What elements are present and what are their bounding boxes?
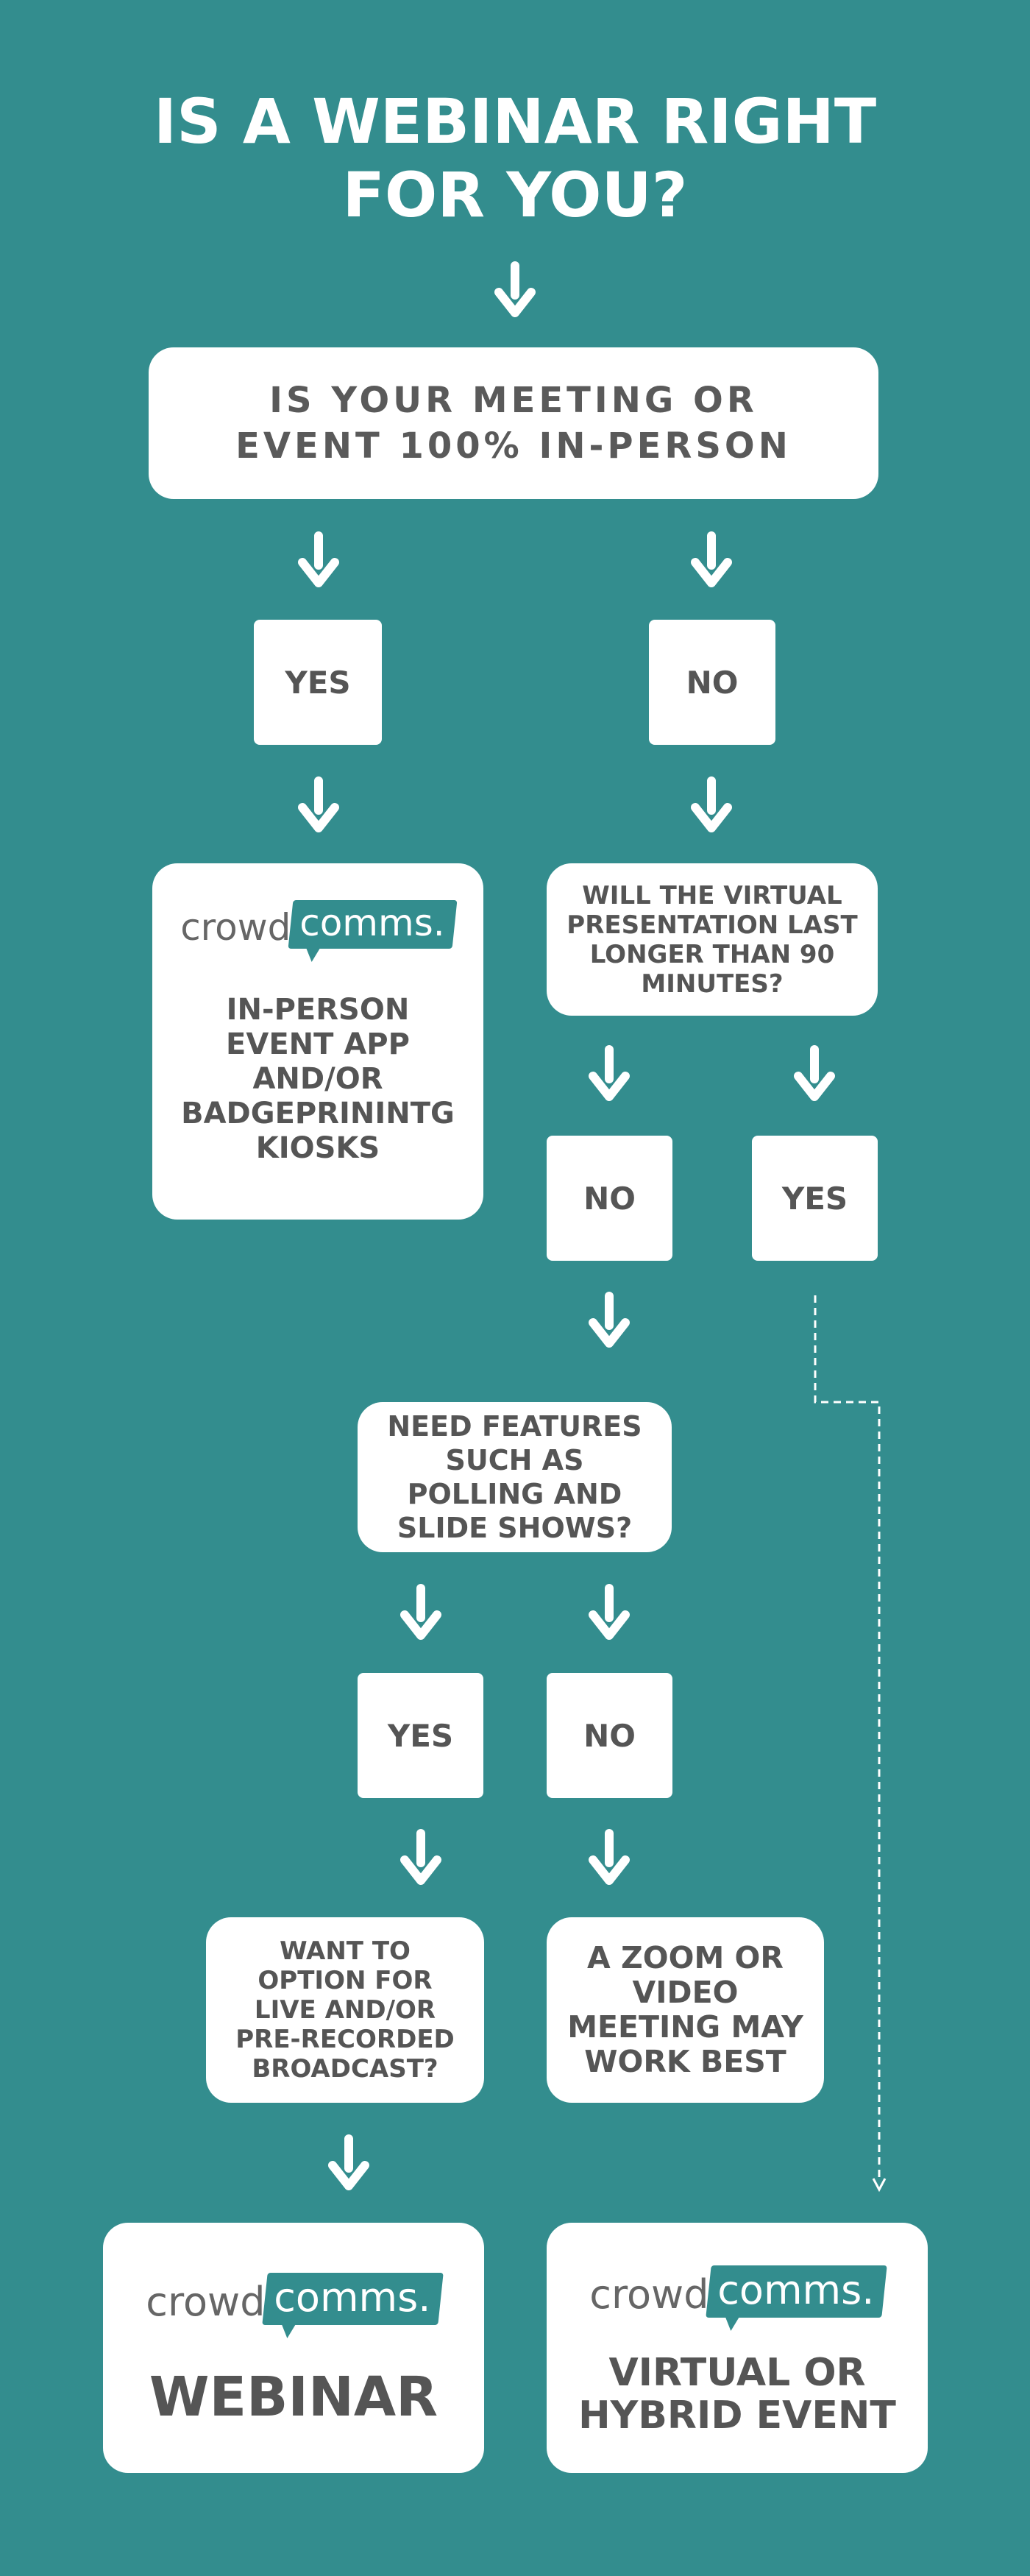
speech-bubble-tail-icon bbox=[280, 2324, 296, 2338]
question-in-person: IS YOUR MEETING OR EVENT 100% IN-PERSON bbox=[149, 347, 878, 499]
arrow-down-icon bbox=[587, 1829, 631, 1888]
result-zoom-text: A ZOOM OR VIDEO MEETING MAY WORK BEST bbox=[567, 1940, 803, 2079]
result-zoom: A ZOOM OR VIDEO MEETING MAY WORK BEST bbox=[547, 1917, 824, 2103]
speech-bubble-tail-icon bbox=[723, 2316, 740, 2331]
question-features: NEED FEATURES SUCH AS POLLING AND SLIDE … bbox=[358, 1402, 672, 1552]
question-broadcast: WANT TO OPTION FOR LIVE AND/OR PRE-RECOR… bbox=[206, 1917, 484, 2103]
arrow-down-icon bbox=[587, 1045, 631, 1104]
logo-word-comms-text: comms. bbox=[717, 2267, 875, 2313]
result-virtual-hybrid: crowd comms. VIRTUAL OR HYBRID EVENT bbox=[547, 2223, 928, 2473]
logo-word-comms-text: comms. bbox=[274, 2274, 431, 2321]
result-in-person: crowd comms. IN-PERSON EVENT APP AND/OR … bbox=[152, 863, 483, 1220]
logo-word-crowd: crowd bbox=[589, 2271, 709, 2318]
arrow-down-icon bbox=[689, 776, 734, 835]
arrow-down-icon bbox=[296, 531, 341, 590]
answer-no-features: NO bbox=[547, 1673, 672, 1798]
question-broadcast-text: WANT TO OPTION FOR LIVE AND/OR PRE-RECOR… bbox=[235, 1936, 455, 2084]
answer-yes-duration: YES bbox=[752, 1136, 878, 1261]
logo-word-crowd: crowd bbox=[146, 2279, 266, 2325]
crowdcomms-logo: crowd comms. bbox=[589, 2265, 888, 2331]
logo-word-comms: comms. bbox=[262, 2273, 444, 2338]
page-title: IS A WEBINAR RIGHT FOR YOU? bbox=[153, 85, 877, 231]
answer-no-in-person: NO bbox=[649, 620, 775, 745]
arrow-down-icon bbox=[399, 1829, 443, 1888]
crowdcomms-logo: crowd comms. bbox=[180, 900, 458, 962]
arrow-down-icon bbox=[399, 1584, 443, 1643]
speech-bubble-tail-icon bbox=[304, 947, 322, 962]
logo-word-comms-text: comms. bbox=[299, 902, 446, 944]
answer-no-duration: NO bbox=[547, 1136, 672, 1261]
result-in-person-text: IN-PERSON EVENT APP AND/OR BADGEPRININTG… bbox=[181, 993, 455, 1165]
dashed-arrowhead-icon bbox=[872, 2178, 887, 2193]
answer-yes-in-person: YES bbox=[254, 620, 382, 745]
logo-word-comms: comms. bbox=[288, 900, 458, 962]
logo-word-crowd: crowd bbox=[180, 906, 291, 949]
arrow-down-icon bbox=[587, 1292, 631, 1351]
question-features-text: NEED FEATURES SUCH AS POLLING AND SLIDE … bbox=[387, 1410, 642, 1544]
crowdcomms-logo: crowd comms. bbox=[146, 2273, 444, 2338]
question-in-person-text: IS YOUR MEETING OR EVENT 100% IN-PERSON bbox=[235, 380, 792, 467]
arrow-down-icon bbox=[792, 1045, 837, 1104]
arrow-down-icon bbox=[327, 2134, 371, 2193]
result-webinar-text: WEBINAR bbox=[149, 2366, 438, 2429]
answer-yes-features: YES bbox=[358, 1673, 483, 1798]
question-duration: WILL THE VIRTUAL PRESENTATION LAST LONGE… bbox=[547, 863, 878, 1016]
arrow-down-icon bbox=[689, 531, 734, 590]
arrow-down-icon bbox=[587, 1584, 631, 1643]
arrow-down-icon bbox=[493, 261, 537, 320]
question-duration-text: WILL THE VIRTUAL PRESENTATION LAST LONGE… bbox=[566, 880, 858, 999]
logo-word-comms: comms. bbox=[706, 2265, 888, 2331]
arrow-down-icon bbox=[296, 776, 341, 835]
result-webinar: crowd comms. WEBINAR bbox=[103, 2223, 484, 2473]
result-virtual-hybrid-text: VIRTUAL OR HYBRID EVENT bbox=[578, 2351, 896, 2438]
